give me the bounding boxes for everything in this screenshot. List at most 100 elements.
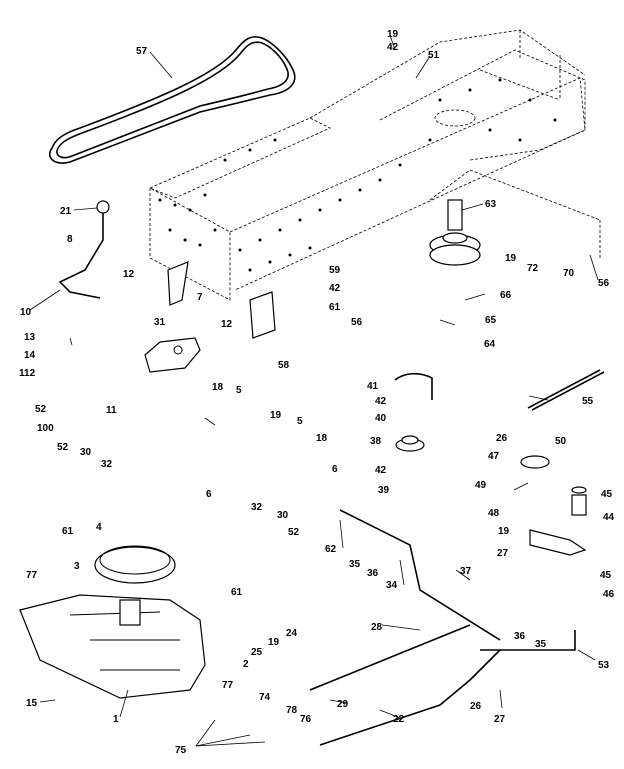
label-6: 6 [332, 464, 338, 475]
label-65: 65 [485, 315, 497, 326]
label-58: 58 [278, 360, 290, 371]
label-41: 41 [367, 381, 379, 392]
label-62: 62 [325, 544, 337, 555]
label-53: 53 [598, 660, 610, 671]
label-42: 42 [375, 396, 387, 407]
rod-34 [339, 509, 501, 641]
label-48: 48 [488, 508, 500, 519]
label-31: 31 [154, 317, 166, 328]
label-10: 10 [20, 307, 32, 318]
label-76: 76 [300, 714, 312, 725]
label-6: 6 [206, 489, 212, 500]
label-42: 42 [375, 465, 387, 476]
label-78: 78 [286, 705, 298, 716]
label-50: 50 [555, 436, 567, 447]
label-61: 61 [329, 302, 341, 313]
label-55: 55 [582, 396, 594, 407]
link-53 [480, 630, 576, 651]
label-22: 22 [393, 714, 405, 725]
pulley-63 [429, 199, 481, 266]
label-35: 35 [349, 559, 361, 570]
label-18: 18 [316, 433, 328, 444]
label-19: 19 [498, 526, 510, 537]
label-34: 34 [386, 580, 398, 591]
label-59: 59 [329, 265, 341, 276]
label-36: 36 [367, 568, 379, 579]
pulley-47 [520, 455, 550, 469]
label-100: 100 [37, 423, 54, 434]
label-32: 32 [251, 502, 263, 513]
label-27: 27 [497, 548, 509, 559]
label-46: 46 [603, 589, 615, 600]
label-49: 49 [475, 480, 487, 491]
label-26: 26 [470, 701, 482, 712]
label-25: 25 [251, 647, 263, 658]
label-12: 12 [123, 269, 135, 280]
label-19: 19 [270, 410, 282, 421]
label-30: 30 [80, 447, 92, 458]
label-52: 52 [35, 404, 47, 415]
label-19: 19 [268, 637, 280, 648]
tractor-frame [148, 29, 601, 301]
label-38: 38 [370, 436, 382, 447]
label-35: 35 [535, 639, 547, 650]
label-61: 61 [231, 587, 243, 598]
label-18: 18 [212, 382, 224, 393]
label-52: 52 [288, 527, 300, 538]
label-52: 52 [57, 442, 69, 453]
label-27: 27 [494, 714, 506, 725]
label-70: 70 [563, 268, 575, 279]
bracket-7 [144, 337, 201, 373]
label-4: 4 [96, 522, 102, 533]
label-42: 42 [387, 42, 399, 53]
label-29: 29 [337, 699, 349, 710]
label-42: 42 [329, 283, 341, 294]
disc-3 [94, 545, 176, 584]
label-28: 28 [371, 622, 383, 633]
label-77: 77 [222, 680, 234, 691]
rod-28 [309, 624, 471, 691]
label-11: 11 [106, 405, 117, 416]
label-12: 12 [221, 319, 233, 330]
label-36: 36 [514, 631, 526, 642]
label-32: 32 [101, 459, 113, 470]
bracket-31 [167, 261, 189, 306]
label-45: 45 [601, 489, 613, 500]
label-44: 44 [603, 512, 615, 523]
label-63: 63 [485, 199, 497, 210]
label-19: 19 [505, 253, 517, 264]
label-51: 51 [428, 50, 440, 61]
label-66: 66 [500, 290, 512, 301]
label-45: 45 [600, 570, 612, 581]
label-40: 40 [375, 413, 387, 424]
label-1: 1 [113, 714, 119, 725]
label-8: 8 [67, 234, 73, 245]
transaxle-1 [19, 594, 206, 699]
part-labels: 19 42 51 57 21 8 63 19 72 70 56 12 10 31… [19, 29, 615, 756]
label-77: 77 [26, 570, 38, 581]
label-5: 5 [297, 416, 303, 427]
label-61: 61 [62, 526, 74, 537]
label-13: 13 [24, 332, 36, 343]
label-75: 75 [175, 745, 187, 756]
label-5: 5 [236, 385, 242, 396]
label-19: 19 [387, 29, 399, 40]
idler-arm-41 [394, 372, 433, 400]
shift-lever [58, 200, 110, 299]
label-56: 56 [598, 278, 610, 289]
label-56: 56 [351, 317, 363, 328]
bracket-48 [529, 529, 587, 556]
pulley-38 [395, 435, 425, 452]
label-2: 2 [243, 659, 249, 670]
label-3: 3 [74, 561, 80, 572]
label-30: 30 [277, 510, 289, 521]
spring-55 [527, 369, 605, 411]
label-74: 74 [259, 692, 271, 703]
label-24: 24 [286, 628, 298, 639]
label-14: 14 [24, 350, 36, 361]
drive-belt [48, 36, 296, 164]
label-112: 112 [19, 368, 36, 379]
leader-lines [29, 34, 599, 747]
label-37: 37 [460, 566, 472, 577]
label-47: 47 [488, 451, 500, 462]
